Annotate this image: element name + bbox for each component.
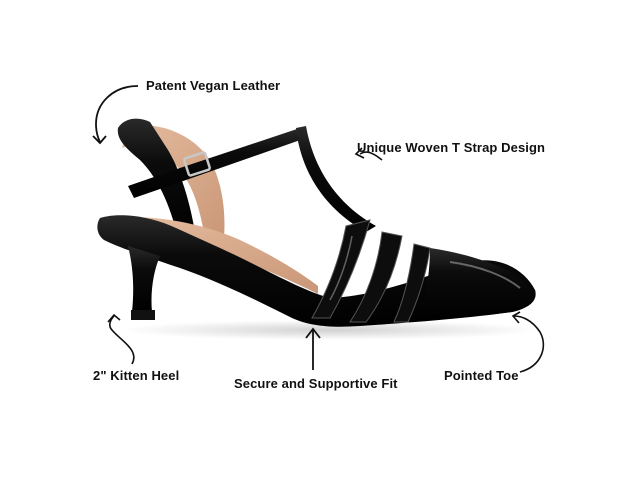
callout-strap: Unique Woven T Strap Design [357, 140, 546, 155]
arrow-material [95, 85, 139, 143]
slingback-strap [117, 118, 196, 246]
heel-tip [131, 310, 155, 320]
arrowhead-strap-icon [354, 147, 365, 159]
ground-shadow [120, 320, 540, 340]
arrow-strap [359, 151, 383, 161]
woven-strap-1 [311, 219, 371, 319]
arrow-toe [513, 315, 545, 373]
callout-heel: 2" Kitten Heel [93, 368, 180, 383]
callout-material: Patent Vegan Leather [146, 78, 281, 93]
arrowhead-toe-icon [511, 311, 521, 324]
toe-cap [420, 248, 536, 320]
callout-toe: Pointed Toe [444, 368, 519, 383]
arrowhead-material-icon [92, 135, 107, 145]
woven-strap-3 [393, 243, 431, 323]
buckle [183, 151, 211, 177]
ankle-strap [128, 128, 306, 198]
arrowhead-fit-icon [305, 327, 321, 339]
kitten-heel [128, 246, 160, 312]
woven-strap-2 [349, 231, 403, 323]
toe-highlight [449, 261, 521, 289]
arrowhead-heel-icon [107, 313, 121, 323]
callout-fit: Secure and Supportive Fit [234, 376, 398, 391]
strap-highlight [329, 235, 353, 301]
arrow-heel [109, 315, 135, 365]
